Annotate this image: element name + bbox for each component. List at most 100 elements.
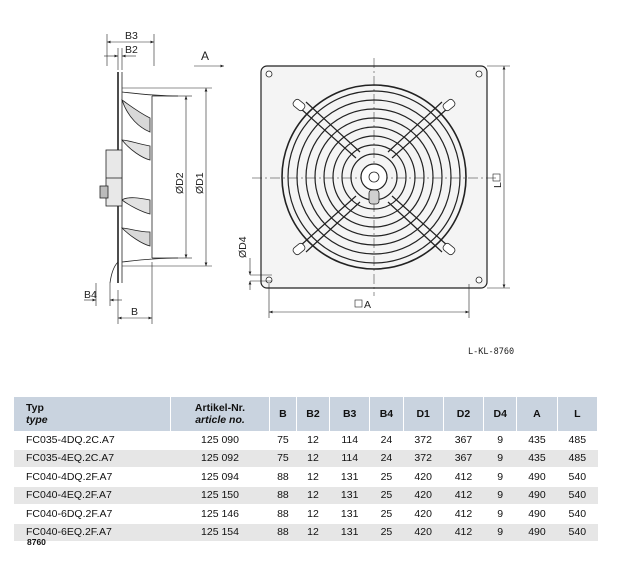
cell-type: FC040-4EQ.2F.A7 — [14, 486, 171, 505]
cell-d2: 412 — [454, 507, 473, 520]
header-type: Typ type — [14, 397, 171, 431]
drawing-reference: L-KL-8760 — [468, 347, 514, 357]
cell-b4: 25 — [369, 523, 404, 542]
header-article-en: article no. — [195, 414, 245, 426]
front-view — [252, 58, 496, 296]
cell-b: 75 — [277, 433, 289, 446]
cell-l: 540 — [557, 523, 598, 542]
cell-article: 125 146 — [201, 507, 239, 520]
cell-d4: 9 — [483, 523, 517, 542]
cell-b2: 12 — [307, 507, 319, 520]
cell-d1: 420 — [403, 523, 444, 542]
label-d2: ØD2 — [174, 172, 186, 194]
label-b2: B2 — [125, 44, 138, 56]
label-b3: B3 — [125, 30, 138, 42]
cell-b2: 12 — [296, 449, 330, 468]
table-row: FC040-4DQ.2F.A7 125 094 88 12 131 25 420 412 9 49… — [14, 468, 598, 486]
cell-l: 485 — [568, 433, 587, 446]
cell-article: 125 092 — [170, 449, 270, 468]
label-b4: B4 — [84, 289, 97, 301]
label-d4: ØD4 — [237, 236, 249, 258]
cell-b3: 131 — [329, 486, 370, 505]
label-view-a: A — [201, 49, 209, 63]
header-article-de: Artikel-Nr. — [194, 402, 246, 414]
cell-b3: 131 — [340, 507, 359, 520]
cell-b: 88 — [269, 486, 297, 505]
header-article: Artikel-Nr. article no. — [170, 397, 270, 431]
cell-d1: 420 — [414, 470, 432, 483]
cell-type: FC040-6DQ.2F.A7 — [26, 507, 113, 520]
cell-l: 540 — [568, 470, 587, 483]
cell-type: FC040-6EQ.2F.A7 — [14, 523, 171, 542]
cell-type: FC040-4DQ.2F.A7 — [26, 470, 113, 483]
cell-d4: 9 — [497, 433, 504, 446]
cell-a: 490 — [516, 486, 558, 505]
cell-b3: 131 — [340, 470, 359, 483]
cell-b3: 114 — [329, 449, 370, 468]
cell-d2: 412 — [443, 523, 484, 542]
cell-l: 540 — [557, 486, 598, 505]
cell-d4: 9 — [497, 470, 504, 483]
footer-reference: 8760 — [27, 537, 46, 547]
cell-b2: 12 — [307, 433, 319, 446]
cell-d4: 9 — [497, 507, 504, 520]
cell-b4: 24 — [369, 449, 404, 468]
label-b: B — [131, 306, 138, 318]
header-d2: D2 — [443, 397, 485, 431]
header-a: A — [516, 397, 558, 431]
header-b3: B3 — [329, 397, 371, 431]
side-dimensions — [84, 34, 224, 324]
technical-drawing: B3 B2 A ØD2 ØD1 ØD4 B4 B A L L-KL-8760 — [84, 30, 514, 357]
cell-d2: 412 — [443, 486, 484, 505]
cell-b4: 25 — [380, 507, 393, 520]
cell-b3: 131 — [329, 523, 370, 542]
cell-b4: 25 — [369, 486, 404, 505]
cell-a: 490 — [528, 507, 546, 520]
cell-type: FC035-4EQ.2C.A7 — [14, 449, 171, 468]
cell-d2: 367 — [443, 449, 484, 468]
cell-article: 125 094 — [201, 470, 239, 483]
label-d1: ØD1 — [194, 172, 206, 194]
cell-article: 125 154 — [170, 523, 270, 542]
cell-l: 485 — [557, 449, 598, 468]
header-l: L — [557, 397, 599, 431]
table-header-row: Typ type Artikel-Nr. article no. B B2 B3… — [14, 397, 599, 431]
cell-article: 125 090 — [201, 433, 239, 446]
header-type-de: Typ — [26, 402, 44, 414]
cell-d1: 420 — [403, 486, 444, 505]
cell-a: 490 — [516, 523, 558, 542]
cell-d2: 367 — [454, 433, 473, 446]
cell-d1: 372 — [403, 449, 444, 468]
cell-article: 125 150 — [170, 486, 270, 505]
cell-a: 435 — [528, 433, 546, 446]
cell-a: 490 — [528, 470, 546, 483]
header-d4: D4 — [483, 397, 518, 431]
front-dimensions — [248, 65, 510, 318]
cell-b: 88 — [269, 523, 297, 542]
cell-a: 435 — [516, 449, 558, 468]
cell-b2: 12 — [296, 523, 330, 542]
cell-b2: 12 — [307, 470, 319, 483]
header-b2: B2 — [296, 397, 331, 431]
cell-type: FC035-4DQ.2C.A7 — [26, 433, 115, 446]
cell-b: 75 — [269, 449, 297, 468]
header-b4: B4 — [369, 397, 404, 431]
header-type-en: type — [26, 414, 48, 426]
cell-d2: 412 — [454, 470, 473, 483]
cell-b3: 114 — [341, 433, 359, 446]
header-d1: D1 — [403, 397, 444, 431]
cell-d4: 9 — [483, 486, 517, 505]
cell-d1: 420 — [414, 507, 432, 520]
cell-b: 88 — [277, 470, 289, 483]
cell-b4: 25 — [380, 470, 393, 483]
label-a: A — [364, 299, 371, 311]
cell-l: 540 — [568, 507, 587, 520]
side-view — [99, 72, 179, 284]
header-b: B — [269, 397, 297, 431]
cell-d4: 9 — [483, 449, 517, 468]
